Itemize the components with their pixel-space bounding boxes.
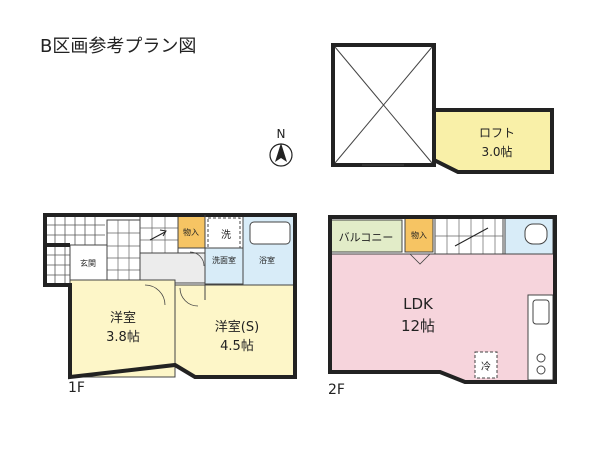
fridge-label: 冷	[481, 360, 491, 373]
western-room-1-name: 洋室	[110, 310, 136, 326]
storage-2f	[404, 217, 434, 253]
plan-title: B区画参考プラン図	[40, 36, 196, 57]
western-room-1	[69, 279, 176, 378]
walls-2f	[328, 215, 557, 384]
western-room-1-size: 3.8帖	[106, 330, 140, 345]
fridge-space	[474, 351, 498, 379]
ldk-size: 12帖	[401, 317, 435, 335]
entrance-hall	[69, 244, 108, 281]
storage-2f-label: 物入	[411, 230, 427, 240]
western-room-2-size: 4.5帖	[220, 339, 254, 354]
western-room-2-name: 洋室(S)	[215, 319, 259, 335]
washing-machine-space	[207, 217, 241, 249]
walls-1f	[43, 213, 297, 380]
floor-1-label: 1F	[68, 380, 85, 396]
loft-area: ロフト 3.0帖	[331, 43, 554, 174]
entrance-label: 玄関	[80, 258, 96, 268]
ldk-name: LDK	[403, 295, 434, 313]
floor-1: 玄関 物入 洗 洗面室 浴室 洋室 3.8帖 洋室(S)	[43, 213, 297, 396]
kitchen-counter-icon	[527, 294, 554, 381]
toilet-icon	[524, 223, 548, 245]
washroom	[204, 247, 244, 285]
ldk-room	[329, 253, 556, 383]
shoe-closet	[106, 219, 141, 283]
balcony	[329, 219, 403, 253]
bathroom-label: 浴室	[259, 255, 275, 265]
washing-machine-label: 洗	[221, 229, 231, 241]
north-arrow-icon: N	[269, 127, 293, 167]
balcony-label: バルコニー	[339, 231, 394, 244]
hall-1f	[139, 252, 206, 284]
storage-1f-label: 物入	[183, 227, 199, 237]
floor-2-label: 2F	[328, 382, 345, 398]
stairs-2f	[434, 217, 504, 255]
washroom-label: 洗面室	[212, 255, 236, 265]
loft-size: 3.0帖	[481, 144, 512, 159]
stairs-1f	[139, 214, 179, 254]
loft-room	[432, 108, 554, 174]
bathtub-icon	[249, 221, 291, 245]
compass-label: N	[277, 127, 286, 141]
loft-name: ロフト	[479, 126, 515, 140]
floor-2: バルコニー 物入 LDK 12帖 冷 2F	[328, 215, 557, 398]
